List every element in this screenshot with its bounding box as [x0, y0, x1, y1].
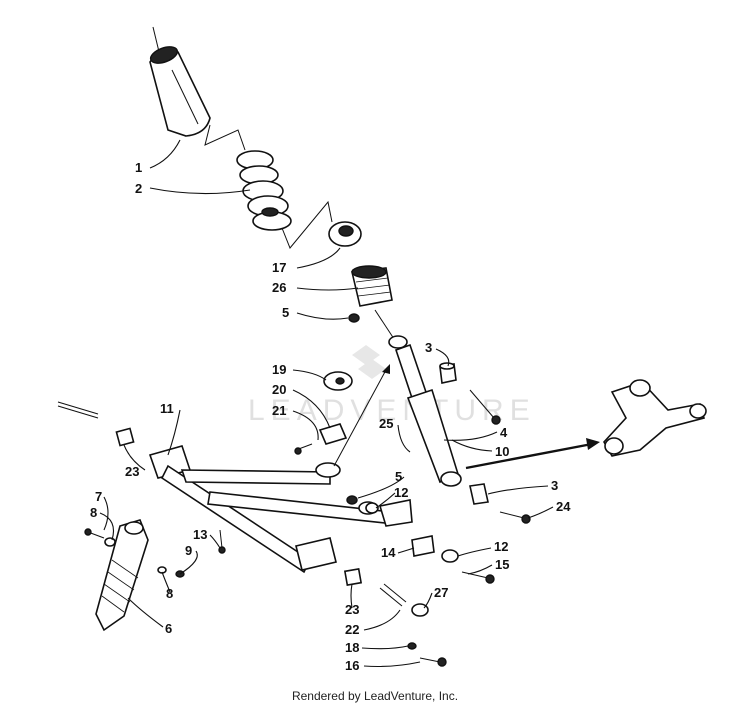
callout-20: 20 — [272, 382, 286, 397]
part-nut-18 — [407, 642, 417, 650]
callout-21: 21 — [272, 403, 286, 418]
callout-3-lower: 3 — [551, 478, 558, 493]
callout-12-upper: 12 — [394, 485, 408, 500]
part-bracket-20 — [318, 423, 348, 445]
part-shock-absorber — [374, 309, 462, 487]
callout-5-upper: 5 — [282, 305, 289, 320]
callout-labels: 1 2 17 26 5 3 19 20 21 11 25 4 10 23 7 8… — [90, 160, 571, 673]
callout-25: 25 — [379, 416, 393, 431]
callout-2: 2 — [135, 181, 142, 196]
part-bushing-upper — [439, 362, 457, 384]
part-spacer-14 — [411, 535, 435, 557]
watermark-text: LEADVENTURE — [248, 394, 536, 427]
part-bolt-7 — [84, 528, 105, 539]
callout-11: 11 — [160, 401, 174, 416]
part-bolt-21 — [294, 443, 313, 455]
part-bolt-13 — [218, 529, 226, 554]
callout-7: 7 — [95, 489, 102, 504]
part-bolt-15 — [461, 571, 495, 584]
watermark: LEADVENTURE — [248, 345, 536, 427]
arrow-to-linkage — [333, 364, 600, 470]
callout-10: 10 — [495, 444, 509, 459]
part-bolt-upper — [469, 389, 501, 425]
callout-1: 1 — [135, 160, 142, 175]
callout-24: 24 — [556, 499, 571, 514]
leader-lines — [99, 139, 554, 668]
part-bushing-12a — [365, 502, 379, 514]
part-bushing-12b — [441, 549, 459, 563]
callout-17: 17 — [272, 260, 286, 275]
callout-23-left: 23 — [125, 464, 139, 479]
part-spring-collar — [328, 221, 362, 247]
callout-15: 15 — [495, 557, 509, 572]
callout-18: 18 — [345, 640, 359, 655]
part-nut-upper — [348, 313, 360, 323]
part-arm-6 — [95, 519, 149, 632]
part-nut-5-lower — [346, 495, 358, 505]
callout-8-lower: 8 — [166, 586, 173, 601]
callout-27: 27 — [434, 585, 448, 600]
part-bolt-24 — [499, 511, 531, 524]
callout-9: 9 — [185, 543, 192, 558]
part-bolt-16 — [419, 657, 447, 667]
callout-12-lower: 12 — [494, 539, 508, 554]
part-washer-8a — [104, 537, 116, 547]
part-a-arm — [57, 401, 413, 574]
callout-4: 4 — [500, 425, 508, 440]
callout-22: 22 — [345, 622, 359, 637]
callout-8-left: 8 — [90, 505, 97, 520]
callout-13: 13 — [193, 527, 207, 542]
footer-credit: Rendered by LeadVenture, Inc. — [291, 689, 459, 703]
callout-16: 16 — [345, 658, 359, 673]
part-linkage — [603, 379, 707, 457]
part-bushing-23b — [343, 567, 363, 587]
part-washer-27 — [411, 603, 429, 617]
callout-6: 6 — [165, 621, 172, 636]
callout-19: 19 — [272, 362, 286, 377]
callout-3-upper: 3 — [425, 340, 432, 355]
part-shock-boot — [149, 26, 211, 137]
part-bushing-3-lower — [469, 483, 489, 505]
callout-23-lower: 23 — [345, 602, 359, 617]
part-pin-22 — [379, 583, 407, 607]
part-bump-stop — [351, 265, 393, 307]
callout-26: 26 — [272, 280, 286, 295]
callout-5-lower: 5 — [395, 469, 402, 484]
part-spring — [236, 150, 292, 231]
callout-14: 14 — [381, 545, 396, 560]
